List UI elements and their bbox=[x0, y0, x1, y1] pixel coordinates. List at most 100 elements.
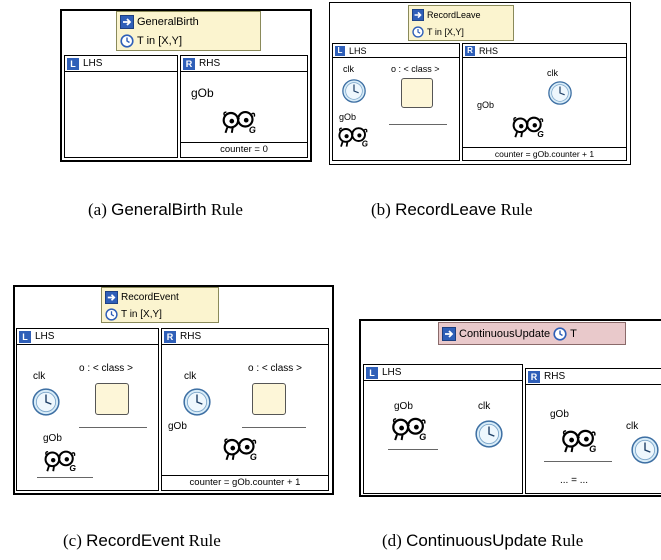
clock-icon bbox=[120, 34, 134, 48]
lhs-badge-icon: L bbox=[19, 330, 31, 343]
caption-prefix: (a) bbox=[88, 200, 112, 219]
lhs-box: L LHS clk o : < class > gOb bbox=[332, 43, 460, 161]
arrow-right-icon bbox=[412, 9, 424, 21]
gob-underline bbox=[388, 449, 438, 450]
arrow-right-icon bbox=[442, 327, 456, 341]
rhs-badge-icon: R bbox=[183, 57, 195, 70]
class-underline bbox=[389, 124, 447, 125]
object-class-label: o : < class > bbox=[248, 363, 302, 374]
class-underline bbox=[242, 427, 306, 428]
rule-name: GeneralBirth bbox=[137, 16, 199, 28]
gob-label: gOb bbox=[477, 100, 495, 110]
clk-label: clk bbox=[33, 371, 46, 382]
lhs-box: L LHS bbox=[64, 55, 178, 158]
rule-name: ContinuousUpdate bbox=[459, 328, 551, 340]
arrow-right-icon bbox=[105, 291, 118, 304]
goggles-icon bbox=[337, 126, 369, 148]
caption-b: (b) RecordLeave Rule bbox=[371, 200, 533, 220]
clock-icon bbox=[31, 387, 61, 417]
clk-label: clk bbox=[478, 401, 491, 412]
rule-name: RecordEvent bbox=[121, 292, 179, 303]
goggles-icon bbox=[221, 110, 257, 134]
goggles-icon bbox=[390, 417, 428, 441]
caption-a: (a) GeneralBirth Rule bbox=[88, 200, 243, 220]
caption-suffix: Rule bbox=[496, 200, 533, 219]
rhs-box: R RHS clk gOb counter = gOb.counter + 1 bbox=[462, 43, 627, 161]
rhs-footer: counter = 0 bbox=[181, 142, 307, 157]
goggles-icon bbox=[511, 116, 545, 138]
goggles-icon bbox=[560, 429, 598, 453]
caption-prefix: (d) bbox=[382, 531, 407, 550]
rhs-label: RHS bbox=[199, 58, 221, 69]
rule-header: ContinuousUpdate T bbox=[438, 322, 626, 345]
lhs-box: L LHS gOb clk bbox=[363, 364, 523, 494]
clock-icon bbox=[341, 78, 367, 104]
rhs-badge-icon: R bbox=[465, 45, 475, 56]
clk-label: clk bbox=[547, 68, 558, 78]
clock-icon bbox=[105, 308, 118, 321]
time-constraint: T bbox=[570, 328, 577, 340]
clk-label: clk bbox=[626, 421, 639, 432]
lhs-label: LHS bbox=[349, 45, 367, 56]
gob-label: gOb bbox=[191, 86, 214, 100]
rule-name: RecordLeave bbox=[427, 10, 481, 20]
gob-label: gOb bbox=[394, 401, 413, 412]
caption-suffix: Rule bbox=[546, 531, 584, 550]
goggles-icon bbox=[43, 449, 77, 473]
clock-icon bbox=[553, 327, 567, 341]
gob-label: gOb bbox=[43, 433, 62, 444]
time-constraint: T in [X,Y] bbox=[137, 35, 183, 47]
clock-icon bbox=[547, 80, 573, 106]
rhs-footer: counter = gOb.counter + 1 bbox=[162, 475, 328, 490]
lhs-badge-icon: L bbox=[67, 57, 79, 70]
rhs-box: R RHS gOb counter = 0 bbox=[180, 55, 308, 158]
caption-d: (d) ContinuousUpdate Rule bbox=[382, 531, 583, 551]
gob-label: gOb bbox=[550, 409, 569, 420]
gob-underline bbox=[37, 477, 93, 478]
caption-suffix: Rule bbox=[184, 531, 221, 550]
caption-prefix: (b) bbox=[371, 200, 396, 219]
class-node bbox=[401, 78, 433, 108]
object-class-label: o : < class > bbox=[79, 363, 133, 374]
lhs-badge-icon: L bbox=[335, 45, 345, 56]
lhs-label: LHS bbox=[382, 367, 402, 378]
clock-icon bbox=[182, 387, 212, 417]
caption-rule-name: RecordLeave bbox=[395, 200, 497, 219]
class-underline bbox=[79, 427, 147, 428]
arrow-right-icon bbox=[120, 15, 134, 29]
caption-rule-name: RecordEvent bbox=[86, 531, 185, 550]
caption-c: (c) RecordEvent Rule bbox=[63, 531, 221, 551]
lhs-label: LHS bbox=[35, 331, 55, 342]
rule-header: GeneralBirth T in [X,Y] bbox=[116, 11, 261, 51]
clock-icon bbox=[630, 435, 660, 465]
caption-rule-name: GeneralBirth bbox=[111, 200, 207, 219]
object-class-label: o : < class > bbox=[391, 64, 440, 74]
lhs-box: L LHS clk o : < class > gOb bbox=[16, 328, 159, 491]
rhs-label: RHS bbox=[479, 45, 499, 56]
gob-label: gOb bbox=[168, 421, 187, 432]
rule-panel-record-event: RecordEvent T in [X,Y] L LHS clk o : < cl… bbox=[13, 285, 334, 495]
class-node bbox=[252, 383, 286, 415]
rhs-badge-icon: R bbox=[164, 330, 176, 343]
class-node bbox=[95, 383, 129, 415]
gob-label: gOb bbox=[339, 112, 357, 122]
lhs-label: LHS bbox=[83, 58, 103, 69]
goggles-icon bbox=[222, 437, 258, 461]
rule-header: RecordLeave T in [X,Y] bbox=[408, 5, 514, 41]
caption-rule-name: ContinuousUpdate bbox=[406, 531, 547, 550]
clock-icon bbox=[412, 26, 424, 38]
rhs-footer: counter = gOb.counter + 1 bbox=[463, 147, 626, 160]
caption-prefix: (c) bbox=[63, 531, 87, 550]
rhs-footer: ... = ... bbox=[560, 475, 589, 486]
clk-label: clk bbox=[184, 371, 197, 382]
lhs-badge-icon: L bbox=[366, 366, 378, 379]
clock-icon bbox=[474, 419, 504, 449]
rule-panel-record-leave: RecordLeave T in [X,Y] L LHS clk o : < cl… bbox=[329, 2, 631, 165]
rule-header: RecordEvent T in [X,Y] bbox=[101, 287, 219, 323]
rhs-label: RHS bbox=[544, 371, 566, 382]
clk-label: clk bbox=[343, 64, 354, 74]
rule-panel-general-birth: GeneralBirth T in [X,Y] L LHS R RHS gOb co… bbox=[60, 9, 312, 162]
